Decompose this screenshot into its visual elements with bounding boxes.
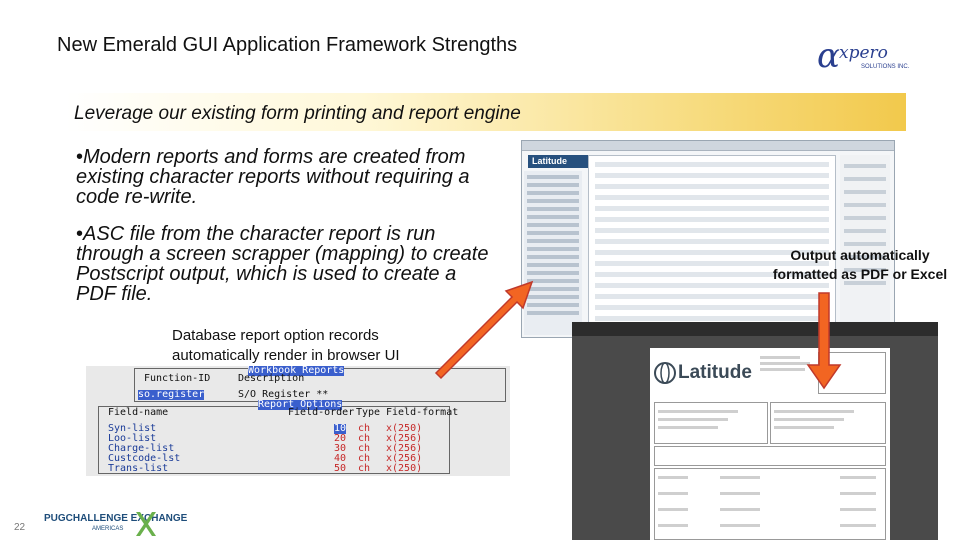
function-id-label: Function-ID bbox=[144, 373, 211, 384]
table-row-type: ch bbox=[358, 433, 371, 444]
table-row-format: x(256) bbox=[386, 433, 423, 444]
table-row-type: ch bbox=[358, 453, 371, 464]
table-row-name: Syn-list bbox=[108, 423, 157, 434]
banner-background bbox=[66, 93, 906, 131]
table-row-name: Loo-list bbox=[108, 433, 157, 444]
type-header: Type bbox=[356, 407, 381, 418]
report-options-title: Report Options bbox=[258, 399, 343, 410]
table-row-format: x(250) bbox=[386, 463, 423, 474]
browser-report-options-panel bbox=[588, 155, 836, 333]
database-caption: Database report option records automatic… bbox=[172, 327, 400, 364]
table-row-name: Custcode-lst bbox=[108, 453, 181, 464]
table-row-name: Charge-list bbox=[108, 443, 175, 454]
function-id-value: so.register bbox=[138, 389, 205, 400]
field-format-header: Field-format bbox=[386, 407, 459, 418]
pdf-brand-logo: Latitude bbox=[678, 362, 752, 383]
pdf-page: Latitude bbox=[650, 348, 890, 540]
field-name-header: Field-name bbox=[108, 407, 169, 418]
table-row-name: Trans-list bbox=[108, 463, 169, 474]
description-label: Description bbox=[238, 373, 305, 384]
table-row-order: 50 bbox=[334, 463, 347, 474]
pdf-viewer-screenshot: Latitude bbox=[572, 322, 938, 540]
field-order-header: Field-order bbox=[288, 407, 355, 418]
table-row-order: 30 bbox=[334, 443, 347, 454]
browser-brand-logo: Latitude bbox=[528, 155, 592, 168]
xpero-logo: α xpero SOLUTIONS INC. bbox=[815, 36, 910, 78]
table-row-format: x(250) bbox=[386, 423, 423, 434]
table-row-type: ch bbox=[358, 423, 371, 434]
pdf-viewer-toolbar bbox=[572, 322, 938, 336]
bullet-2: •ASC file from the character report is r… bbox=[76, 223, 489, 305]
browser-address-bar bbox=[522, 141, 894, 151]
output-caption: Output automatically formatted as PDF or… bbox=[772, 247, 948, 282]
table-row-type: ch bbox=[358, 463, 371, 474]
table-row-order: 10 bbox=[334, 423, 347, 434]
latitude-globe-icon bbox=[654, 362, 676, 384]
slide-title: New Emerald GUI Application Framework St… bbox=[57, 34, 518, 56]
pug-challenge-logo: PUGCHALLENGE EXCHANGE AMERICAS bbox=[44, 510, 194, 536]
logo-text: xpero bbox=[839, 43, 888, 63]
bullet-1: •Modern reports and forms are created fr… bbox=[76, 146, 470, 208]
character-ui-screenshot: Function-ID Workbook Reports Description… bbox=[86, 366, 510, 476]
bullet-1-text: Modern reports and forms are created fro… bbox=[76, 146, 470, 208]
footer-logo-subtext: AMERICAS bbox=[92, 526, 123, 532]
bullet-2-text: ASC file from the character report is ru… bbox=[76, 223, 489, 305]
browser-right-panel bbox=[840, 155, 890, 331]
logo-subtext: SOLUTIONS INC. bbox=[861, 64, 910, 70]
table-row-order: 20 bbox=[334, 433, 347, 444]
description-value: S/O Register ** bbox=[238, 389, 329, 400]
table-row-format: x(256) bbox=[386, 453, 423, 464]
browser-ui-screenshot: Latitude bbox=[521, 140, 895, 338]
table-row-order: 40 bbox=[334, 453, 347, 464]
workbook-reports-title: Workbook Reports bbox=[248, 366, 345, 376]
table-row-format: x(256) bbox=[386, 443, 423, 454]
footer-logo-text: PUGCHALLENGE EXCHANGE bbox=[44, 513, 188, 524]
svg-text:α: α bbox=[817, 38, 840, 76]
page-number: 22 bbox=[14, 522, 26, 533]
banner-heading: Leverage our existing form printing and … bbox=[74, 103, 521, 124]
table-row-type: ch bbox=[358, 443, 371, 454]
browser-left-panel bbox=[524, 171, 582, 335]
